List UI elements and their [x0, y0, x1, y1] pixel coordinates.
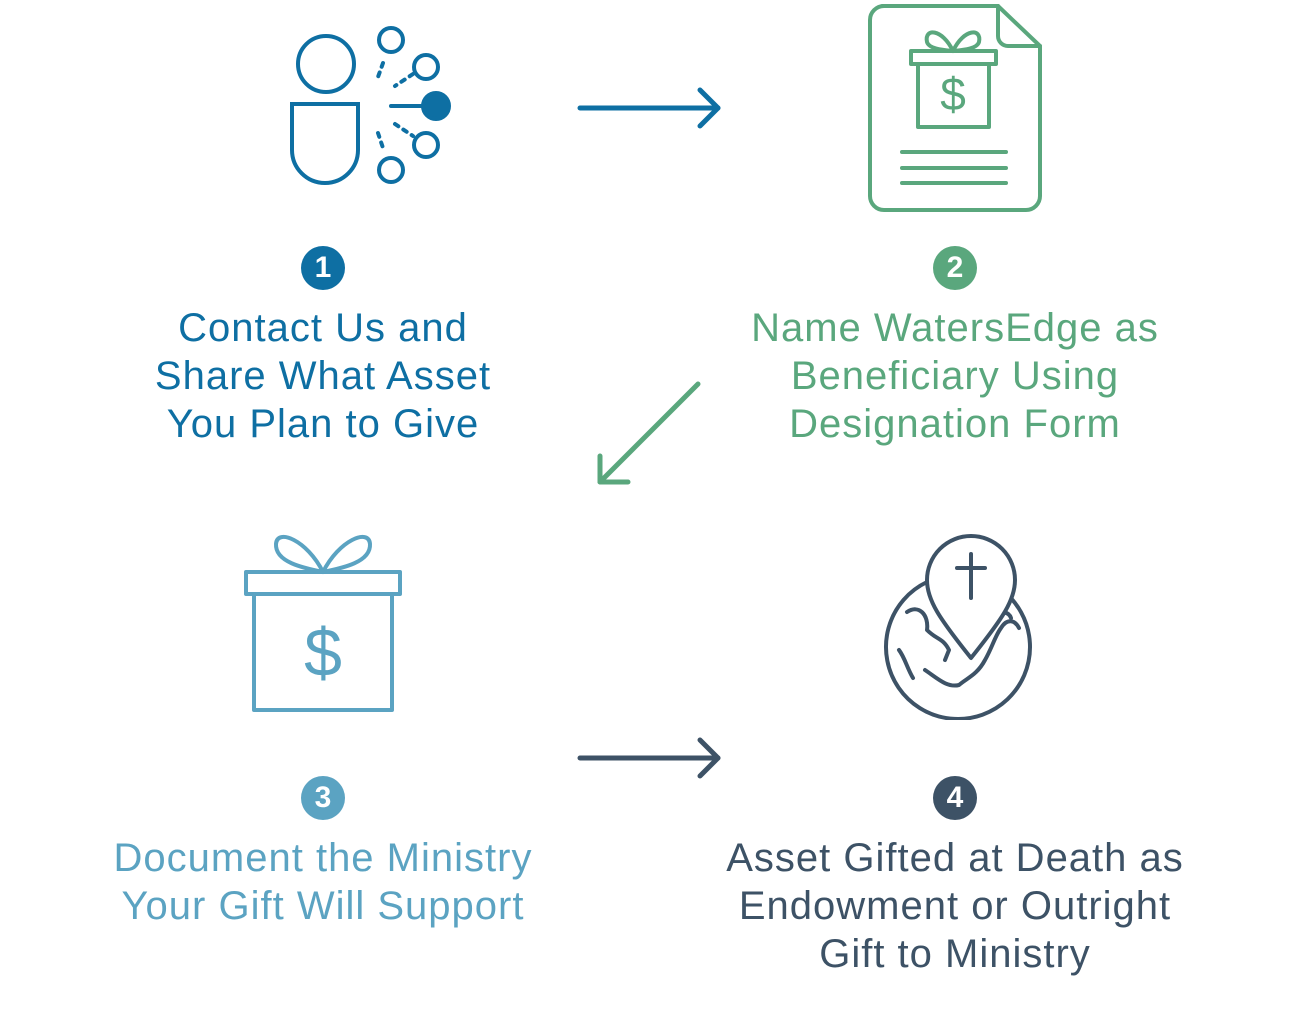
arrow-down-left-icon	[597, 381, 701, 485]
person-network-icon	[290, 26, 451, 185]
step-number-badge: 1	[301, 246, 345, 290]
step-number-badge: 3	[301, 776, 345, 820]
gift-document-icon: $	[868, 4, 1042, 212]
arrow-right-icon	[577, 87, 721, 129]
arrow-right-icon	[577, 737, 721, 779]
globe-cross-pin-icon	[884, 534, 1032, 720]
svg-text:$: $	[940, 68, 966, 120]
step-caption: Document the Ministry Your Gift Will Sup…	[113, 836, 533, 928]
step-number-badge: 2	[933, 246, 977, 290]
step-caption: Asset Gifted at Death as Endowment or Ou…	[726, 836, 1184, 976]
step-number-badge: 4	[933, 776, 977, 820]
svg-text:$: $	[304, 615, 342, 691]
gift-box-icon: $	[244, 534, 402, 712]
step-caption: Contact Us and Share What Asset You Plan…	[154, 306, 492, 446]
step-caption: Name WatersEdge as Beneficiary Using Des…	[751, 306, 1159, 446]
